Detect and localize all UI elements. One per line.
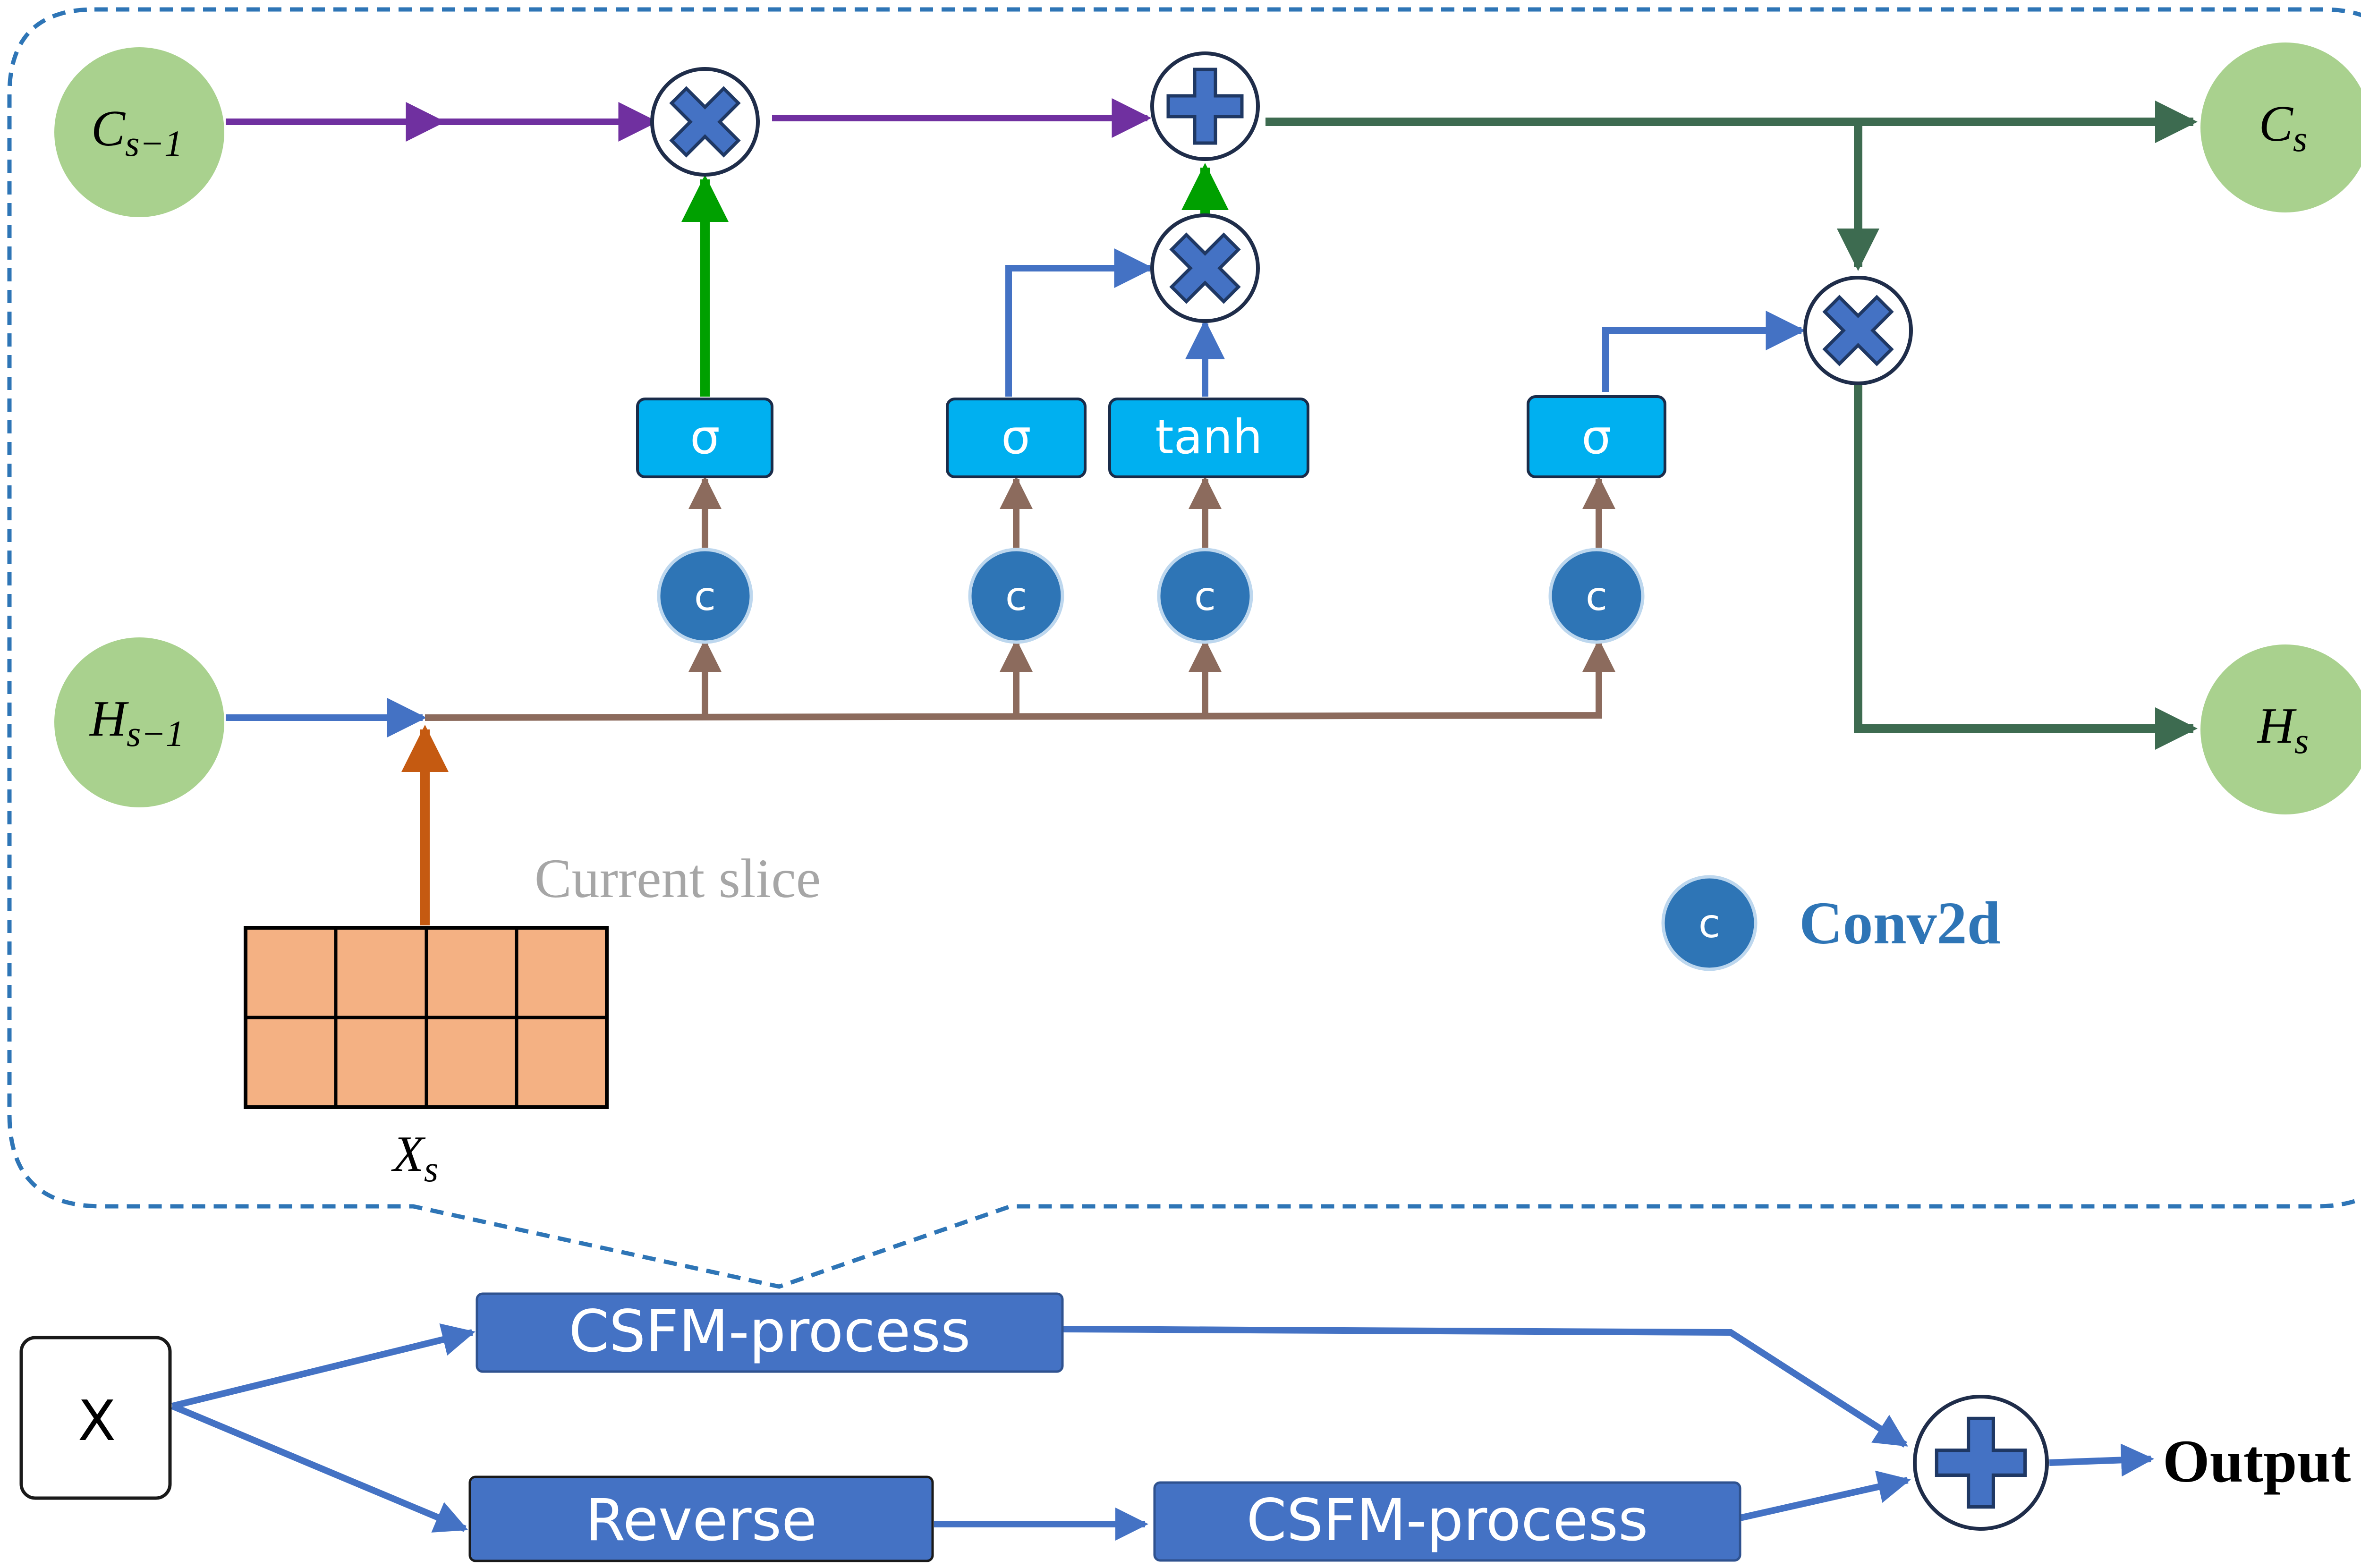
output-label: Output xyxy=(2163,1428,2351,1495)
x-to-reverse-arrow xyxy=(171,1403,468,1533)
input-bus xyxy=(425,694,1602,721)
h-out-node: Hs xyxy=(2200,644,2361,814)
csfm-process-bottom: CSFM-process xyxy=(1153,1481,1741,1562)
csfm-top-to-add-arrow xyxy=(1062,1326,1908,1448)
conv-node-2-label: c xyxy=(1005,573,1027,619)
csfm-bottom-to-add-arrow xyxy=(1739,1470,1911,1521)
svg-text:Hs: Hs xyxy=(2257,698,2309,761)
c-out-node: Cs xyxy=(2200,42,2361,212)
x-to-csfm-arrow xyxy=(171,1323,476,1409)
c-out-base: C xyxy=(2259,96,2294,152)
svg-text:Cs: Cs xyxy=(2259,96,2307,159)
svg-text:Hs−1: Hs−1 xyxy=(89,691,184,754)
output-gate-arrow xyxy=(1602,311,1806,392)
reverse-label: Reverse xyxy=(586,1487,817,1554)
conv-node-1-label: c xyxy=(694,573,716,619)
input-gate-arrow xyxy=(1005,248,1154,397)
x-input-box: X xyxy=(19,1336,172,1500)
h-prev-node: Hs−1 xyxy=(54,637,224,807)
input-multiply-icon xyxy=(1150,213,1260,323)
x-input-base: X xyxy=(391,1126,426,1182)
forget-multiply-icon xyxy=(650,67,760,177)
legend-label: Conv2d xyxy=(1799,890,2001,957)
conv-node-4: c xyxy=(1548,548,1645,644)
conv-node-3-label: c xyxy=(1194,573,1216,619)
output-multiply-icon xyxy=(1803,276,1913,385)
final-add-icon xyxy=(1913,1395,2049,1531)
c-out-sub: s xyxy=(2293,118,2307,159)
csfm-process-top: CSFM-process xyxy=(476,1292,1064,1373)
csfm-process-bottom-label: CSFM-process xyxy=(1247,1487,1648,1554)
conv-node-4-label: c xyxy=(1586,573,1607,619)
svg-text:Cs−1: Cs−1 xyxy=(91,101,183,164)
current-slice-label: Current slice xyxy=(535,848,821,909)
x-input-label: Xs xyxy=(391,1126,438,1189)
input-gate-label: σ xyxy=(1001,409,1031,465)
csfm-process-top-label: CSFM-process xyxy=(569,1298,971,1365)
c-prev-sub: s−1 xyxy=(125,123,183,164)
conv-node-3: c xyxy=(1157,548,1253,644)
add-to-output-arrow xyxy=(2049,1443,2154,1477)
candidate-gate: tanh xyxy=(1108,398,1309,478)
forget-gate-label: σ xyxy=(690,409,720,465)
reverse-box: Reverse xyxy=(468,1475,934,1562)
x-input-sub: s xyxy=(424,1148,438,1189)
h-out-arrow xyxy=(1854,385,2198,750)
forget-gate: σ xyxy=(636,398,773,478)
output-gate-label: σ xyxy=(1581,409,1611,465)
c-prev-base: C xyxy=(91,101,126,157)
slice-grid xyxy=(244,926,609,1109)
input-gate: σ xyxy=(946,398,1087,478)
cell-enclosure xyxy=(7,7,2361,1289)
legend-symbol: c xyxy=(1699,900,1720,947)
candidate-gate-label: tanh xyxy=(1155,409,1262,465)
conv-legend: c Conv2d xyxy=(1661,875,2001,971)
h-out-base: H xyxy=(2257,698,2297,754)
h-out-sub: s xyxy=(2294,720,2309,761)
conv-node-1: c xyxy=(657,548,753,644)
c-prev-node: Cs−1 xyxy=(54,47,224,217)
cell-add-icon xyxy=(1150,51,1260,161)
h-prev-sub: s−1 xyxy=(127,713,184,754)
conv-node-2: c xyxy=(968,548,1064,644)
h-prev-base: H xyxy=(89,691,129,747)
x-input-box-label: X xyxy=(78,1388,116,1453)
output-gate: σ xyxy=(1527,395,1666,478)
